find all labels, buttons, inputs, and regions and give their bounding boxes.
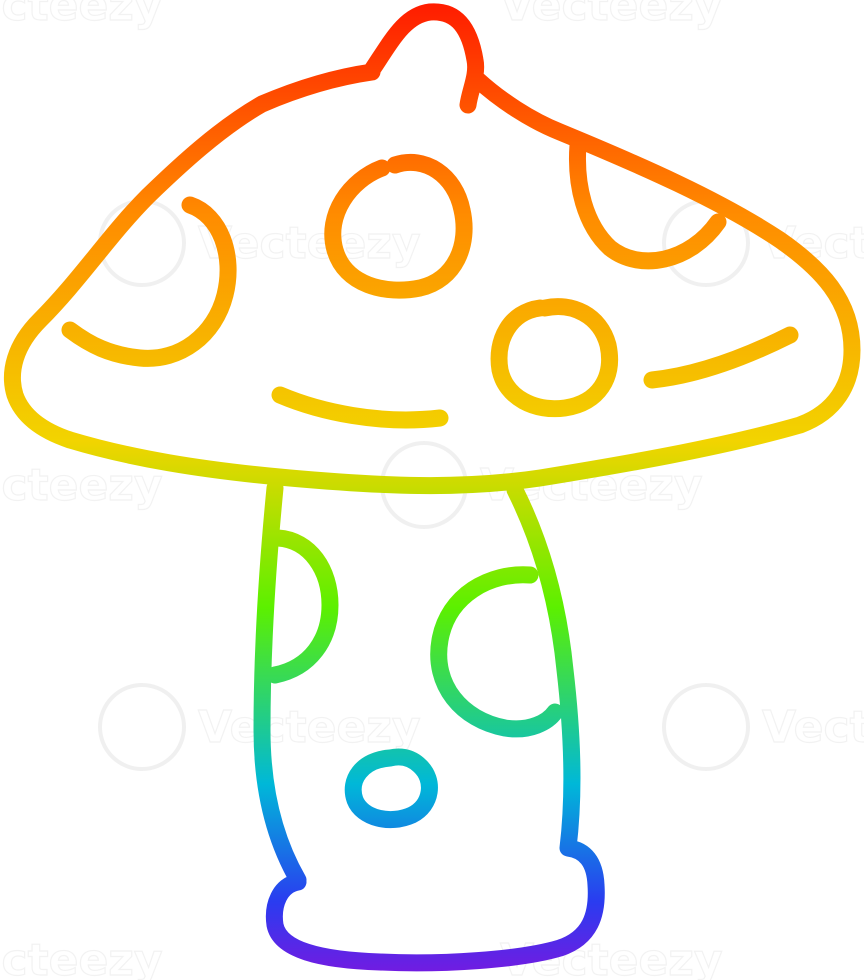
watermark-text: Vecteezy (198, 702, 421, 753)
watermark-text: Vecteezy (500, 0, 723, 31)
stem-spot (344, 748, 438, 829)
stem-spot (266, 529, 339, 684)
watermark-text: Vecteezy (0, 460, 163, 511)
watermark-text: Vecteezy (0, 935, 163, 980)
cap-spot (324, 153, 473, 299)
watermark-text: Vecteezy (0, 0, 163, 31)
cap-marking (643, 326, 799, 389)
stem-spot (430, 566, 564, 738)
watermark-text: Vecteezy (762, 702, 864, 753)
watermark-text: Vecteezy (198, 218, 421, 269)
cap-marking (271, 386, 449, 429)
cap-spot (61, 196, 237, 367)
mushroom-cap-outline (4, 3, 861, 495)
cap-spot (490, 298, 618, 418)
mushroom-stem-outline (253, 479, 605, 972)
cap-spot (569, 136, 727, 270)
